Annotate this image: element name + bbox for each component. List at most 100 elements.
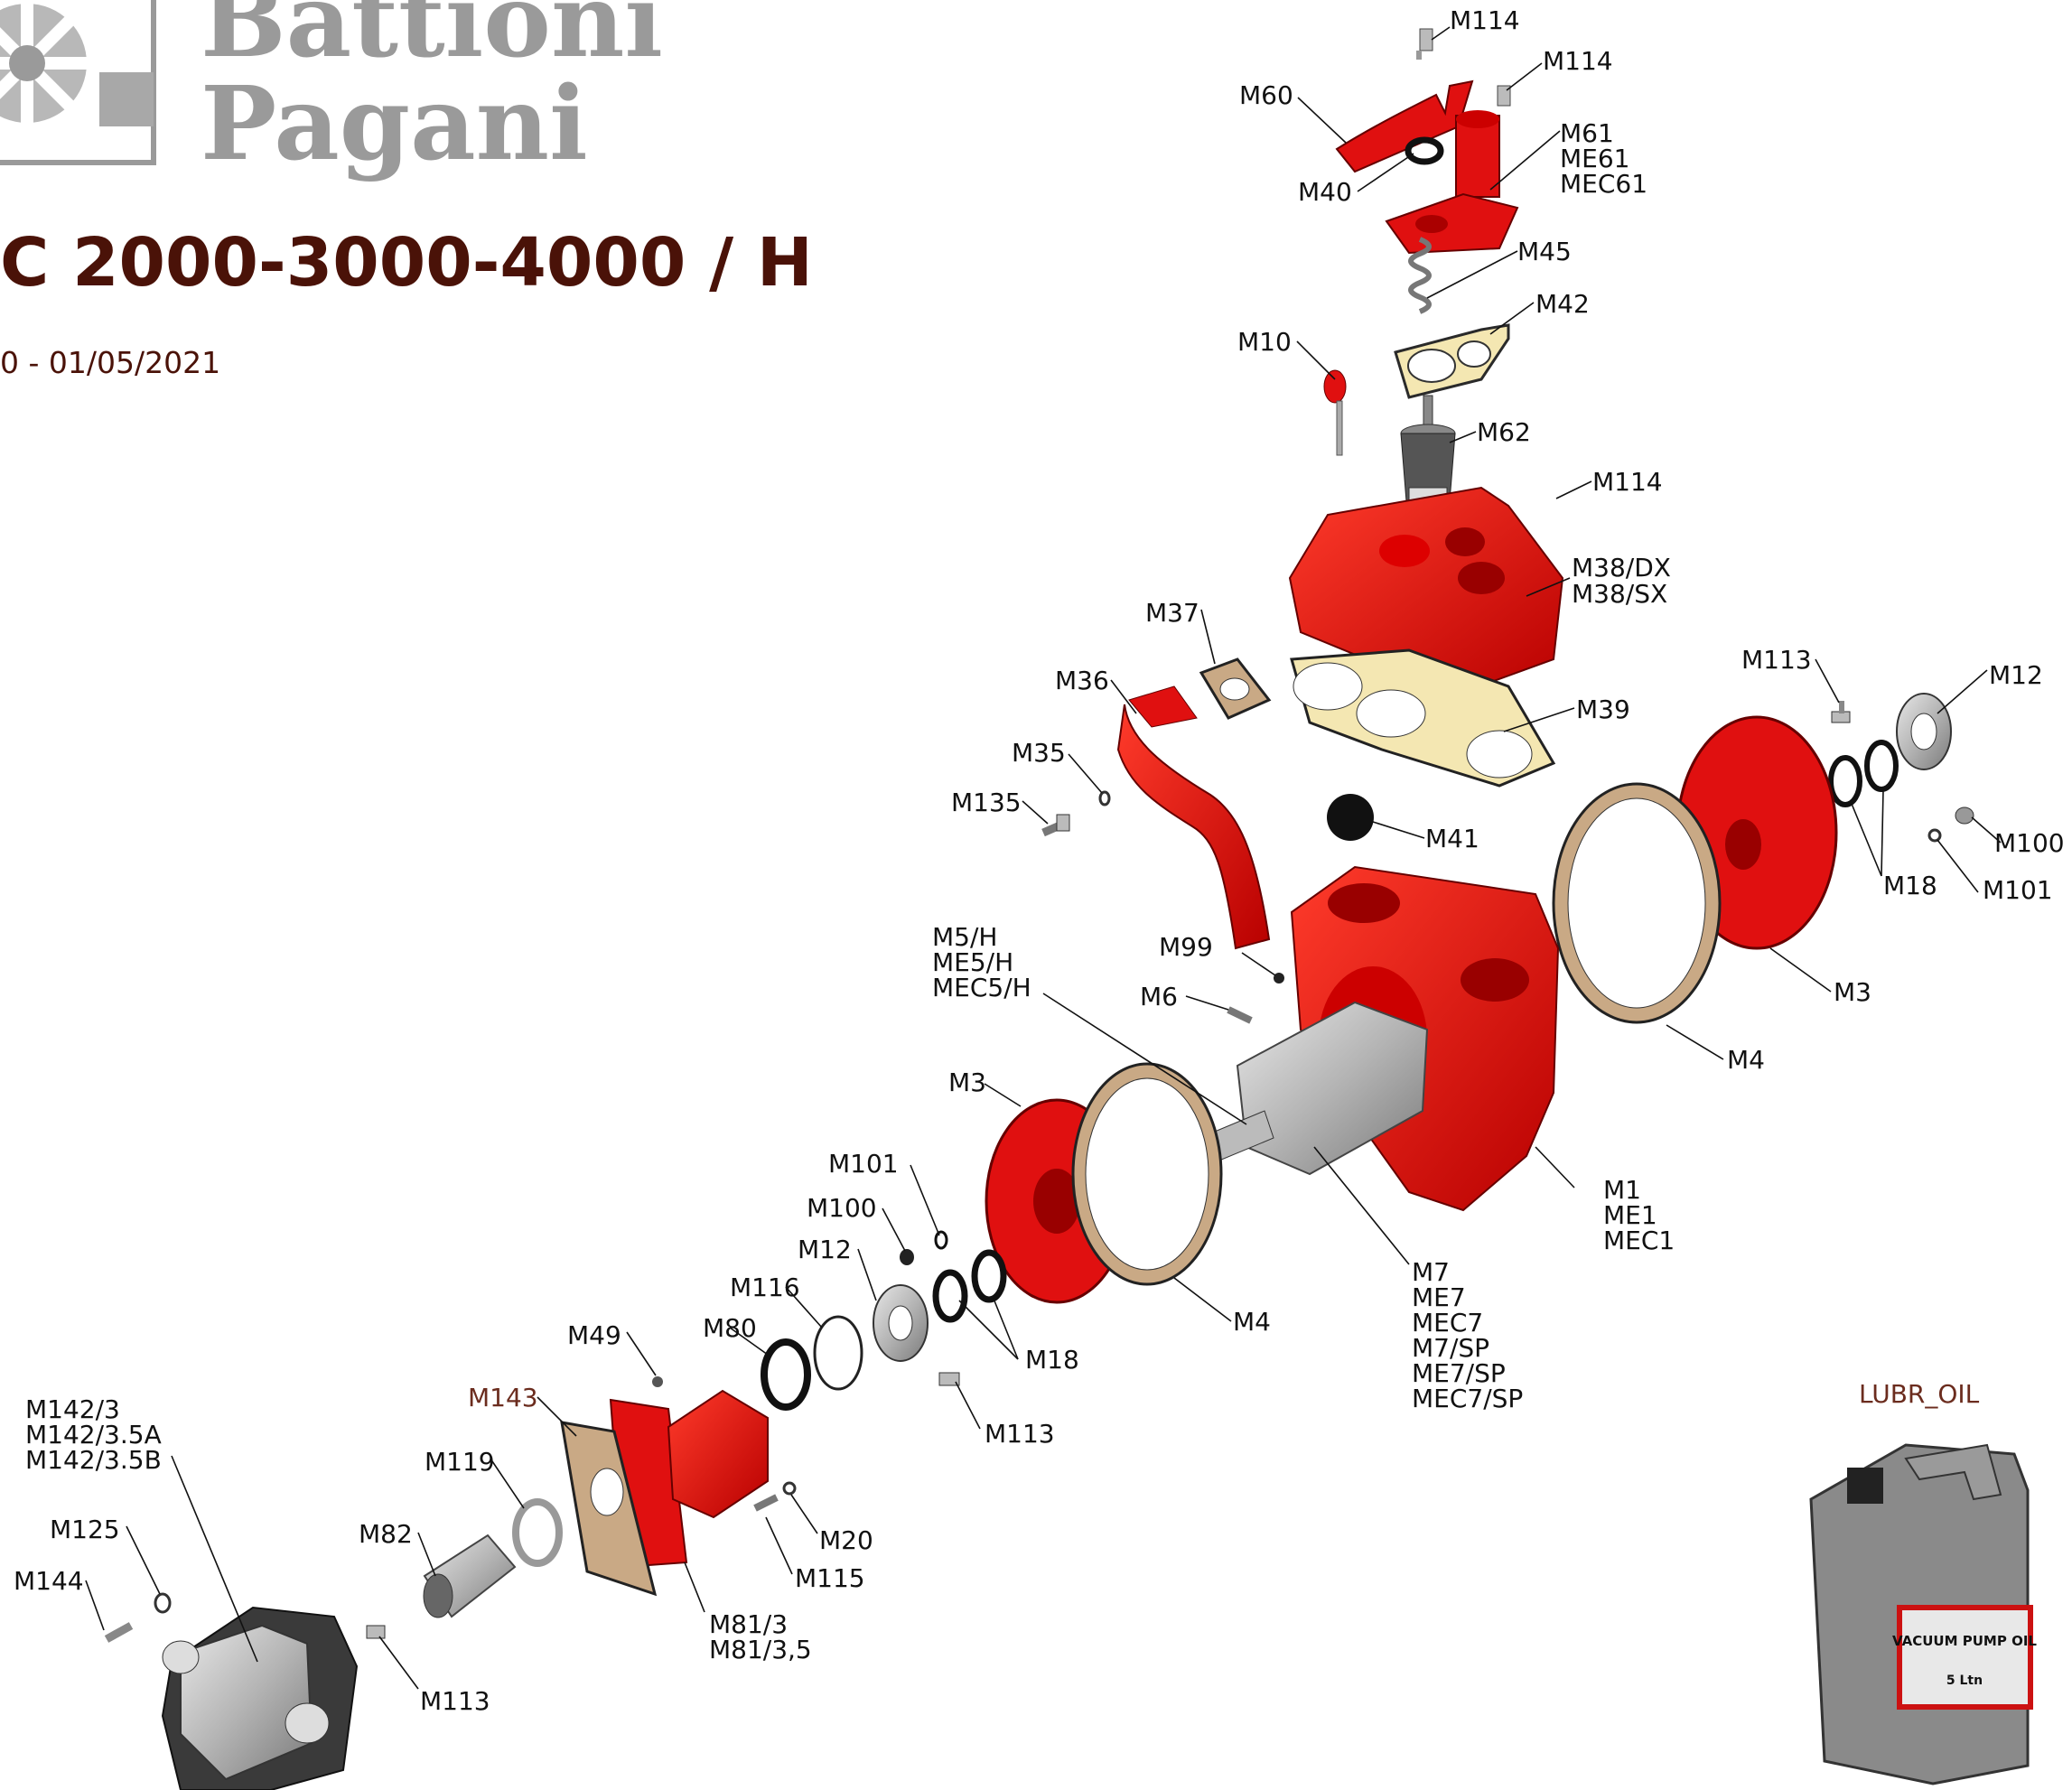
part-pipe-m36: [1116, 685, 1271, 950]
label-m36: M36: [1055, 666, 1109, 695]
label-m18-b: M18: [1025, 1345, 1079, 1375]
label-m115: M115: [795, 1563, 865, 1593]
part-bushing-m82: [423, 1534, 517, 1618]
part-cover-m38: [1288, 486, 1564, 697]
label-m18-a: M18: [1883, 871, 1937, 900]
label-m82: M82: [359, 1519, 413, 1549]
part-valve-body-m61: [1385, 110, 1519, 255]
part-bearing-m12-right: [1896, 693, 1952, 770]
part-screw-m113-right: [1831, 701, 1851, 723]
part-screws-m144-m125: [104, 1592, 172, 1643]
label-m119: M119: [425, 1447, 495, 1477]
label-m38-dx: M38/DX: [1572, 553, 1671, 583]
part-ring-m116: [813, 1315, 863, 1391]
label-m4-right: M4: [1727, 1045, 1765, 1075]
label-m39: M39: [1576, 695, 1630, 724]
label-me7: ME7: [1412, 1282, 1466, 1312]
part-handle-m60: [1335, 79, 1474, 173]
part-small-m99-m6: [1227, 973, 1284, 1024]
part-gasket-m4-right: [1552, 782, 1722, 1024]
label-m135: M135: [951, 788, 1022, 817]
label-m80: M80: [703, 1313, 757, 1343]
label-m35: M35: [1012, 738, 1066, 768]
label-mec5h: MEC5/H: [932, 973, 1031, 1002]
label-m143: M143: [468, 1383, 538, 1412]
revision-date: 0 - 01/05/2021: [0, 345, 221, 380]
label-me5h: ME5/H: [932, 947, 1013, 977]
label-m6: M6: [1140, 982, 1178, 1012]
label-m3-left: M3: [948, 1067, 986, 1097]
label-me61: ME61: [1560, 144, 1629, 173]
label-m4-left: M4: [1233, 1307, 1271, 1337]
part-gasket-m42: [1394, 323, 1510, 399]
part-screw-m114-top: [1416, 28, 1511, 107]
part-valve-m62: [1400, 395, 1456, 507]
brand-name-line1: Battioni: [201, 0, 663, 80]
label-m49: M49: [567, 1320, 621, 1350]
label-m20: M20: [819, 1525, 873, 1555]
part-plug-m100-right: [1927, 806, 1974, 843]
label-me7-sp: ME7/SP: [1412, 1358, 1506, 1388]
label-me1: ME1: [1603, 1200, 1657, 1230]
label-m116: M116: [730, 1273, 800, 1302]
part-gasket-m143: [560, 1421, 658, 1597]
label-m5h: M5/H: [932, 922, 997, 952]
oil-label-text: VACUUM PUMP OIL: [1892, 1633, 2037, 1649]
part-plug-m10: [1323, 369, 1347, 456]
label-m42: M42: [1535, 289, 1590, 319]
label-m99: M99: [1159, 932, 1213, 962]
part-gearbox-m142: [161, 1606, 359, 1790]
label-m113-b: M113: [985, 1419, 1055, 1449]
label-m142-3-5a: M142/3.5A: [25, 1420, 162, 1450]
label-m113-c: M113: [420, 1686, 490, 1716]
label-m62: M62: [1477, 417, 1531, 447]
label-mec61: MEC61: [1560, 169, 1647, 199]
label-m101-b: M101: [828, 1149, 899, 1179]
part-screw-m113-middle: [938, 1372, 960, 1386]
label-m38-sx: M38/SX: [1572, 579, 1667, 609]
label-m61: M61: [1560, 118, 1614, 148]
part-gasket-m4-left: [1071, 1062, 1223, 1286]
label-m144: M144: [14, 1566, 84, 1596]
part-gasket-m39: [1290, 648, 1556, 788]
label-mec7-sp: MEC7/SP: [1412, 1384, 1523, 1413]
oil-volume-text: 5 Ltn: [1946, 1673, 1983, 1688]
label-m100-a: M100: [1994, 828, 2065, 858]
label-m81-3-5: M81/3,5: [709, 1635, 812, 1664]
label-m3-right: M3: [1834, 977, 1871, 1007]
label-m113-a: M113: [1741, 645, 1812, 675]
part-ball-m41: [1327, 794, 1374, 841]
part-oring-m40: [1405, 136, 1444, 165]
label-m101-a: M101: [1983, 875, 2053, 905]
label-m7: M7: [1412, 1257, 1450, 1287]
label-m142-3: M142/3: [25, 1394, 120, 1424]
part-screw-m135: [1041, 814, 1070, 837]
oil-can-illustration: VACUUM PUMP OIL 5 Ltn: [1809, 1443, 2037, 1785]
label-mec7: MEC7: [1412, 1308, 1483, 1338]
label-m37: M37: [1145, 598, 1199, 628]
part-seals-m18-left: [932, 1249, 1007, 1323]
brand-name-line2: Pagani: [201, 65, 588, 183]
label-m60: M60: [1239, 80, 1293, 110]
label-lubr-oil: LUBR_OIL: [1859, 1379, 1980, 1409]
label-m125: M125: [50, 1515, 120, 1544]
label-m12-b: M12: [798, 1235, 852, 1264]
part-labels: M114 M114 M60 M61 ME61 MEC61 M40 M45 M42…: [14, 5, 2065, 1716]
part-washer-m35: [1098, 790, 1111, 806]
part-screw-m113-left: [366, 1625, 386, 1639]
label-m142-3-5b: M142/3.5B: [25, 1445, 162, 1475]
label-m1: M1: [1603, 1175, 1641, 1205]
leader-lines: [85, 26, 2002, 1690]
part-screw-m49: [652, 1376, 663, 1387]
part-seal-m80: [761, 1338, 811, 1411]
label-m100-b: M100: [807, 1193, 877, 1223]
label-m7-sp: M7/SP: [1412, 1333, 1489, 1363]
label-m81-3: M81/3: [709, 1609, 788, 1639]
part-screws-m115-m20: [753, 1481, 797, 1512]
page-title: C 2000-3000-4000 / H: [0, 224, 813, 302]
part-spring-m45: [1408, 237, 1432, 314]
label-m10: M10: [1237, 327, 1292, 357]
label-mec1: MEC1: [1603, 1226, 1675, 1255]
